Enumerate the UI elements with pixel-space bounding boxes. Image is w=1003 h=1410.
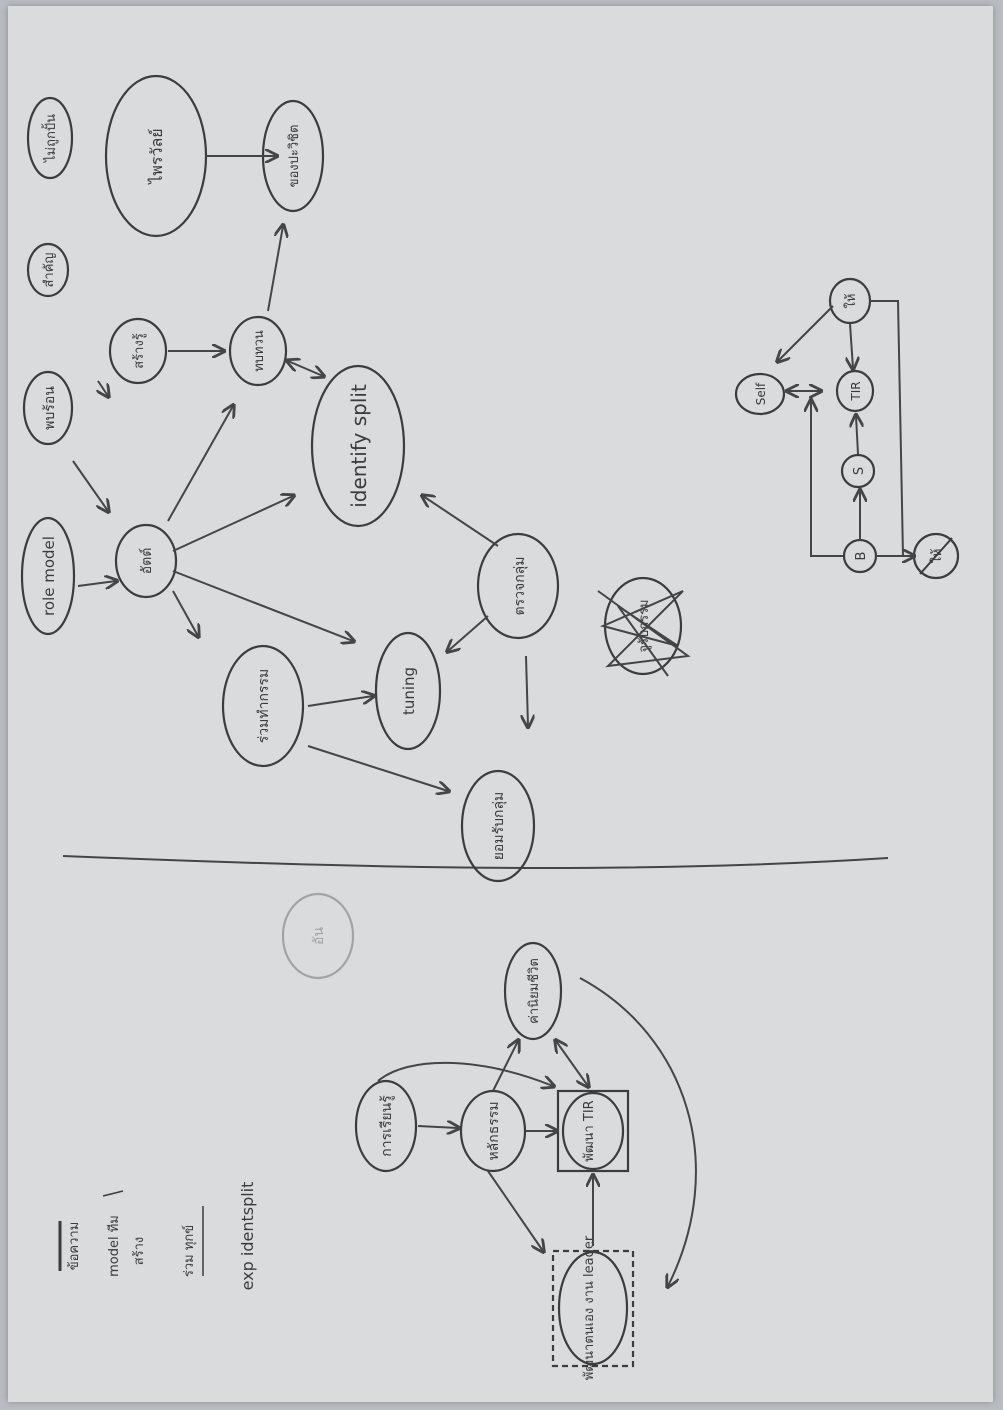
svg-text:อัตต์: อัตต์: [138, 548, 155, 575]
node-hai: ให้: [828, 277, 872, 325]
top-graph-edges: [72, 156, 528, 791]
node-scribble-note: จูรับกรรม: [597, 576, 691, 677]
notebook-page: role model พบร้อน สำคัญ ไม่ถูกปั้น อัตต์…: [8, 6, 993, 1402]
cycle-graph-edges: [778, 300, 916, 556]
faded-node: อัน: [281, 892, 355, 980]
node-hai-crossed: ให้: [912, 532, 960, 580]
node-role-model: role model: [20, 516, 76, 636]
svg-text:identify split: identify split: [347, 384, 371, 508]
svg-text:สร้าง: สร้าง: [132, 1237, 147, 1266]
svg-text:พบร้อน: พบร้อน: [42, 386, 58, 430]
svg-text:อัน: อัน: [311, 927, 327, 945]
node-b: B: [842, 538, 878, 574]
svg-text:พัฒนา TIR: พัฒนา TIR: [582, 1100, 597, 1161]
svg-text:ให้: ให้: [843, 294, 859, 309]
scribble-marks: [597, 590, 691, 677]
node-aphan: อัตต์: [114, 523, 178, 599]
node-sang-ru: สร้างรู้: [108, 317, 168, 385]
svg-text:tuning: tuning: [400, 667, 418, 715]
svg-text:การเรียนรู้: การเรียนรู้: [379, 1095, 395, 1157]
svg-text:ไม่ถูกปั้น: ไม่ถูกปั้น: [41, 114, 59, 163]
svg-text:ร่วมทำกรรม: ร่วมทำกรรม: [256, 669, 272, 743]
node-yomrap-klum: ยอมรับกลุ่ม: [460, 769, 536, 883]
svg-text:สร้างรู้: สร้างรู้: [132, 333, 147, 369]
node-identify-split: identify split: [310, 364, 406, 528]
svg-text:TIR: TIR: [849, 381, 863, 401]
svg-text:ไพรวัลย์: ไพรวัลย์: [147, 128, 166, 185]
node-tir: TIR: [835, 369, 875, 413]
node-pb-on: พบร้อน: [22, 370, 74, 446]
svg-text:exp identsplit: exp identsplit: [238, 1182, 257, 1291]
svg-text:model ทีม: model ทีม: [106, 1215, 122, 1277]
node-lak-tham: หลักธรรม: [459, 1089, 527, 1173]
svg-text:Self: Self: [754, 382, 768, 405]
node-khan-chivit: ค่านิยมชีวิต: [503, 941, 563, 1041]
svg-text:S: S: [852, 467, 867, 475]
svg-text:พัฒนาตนเอง งาน leader: พัฒนาตนเอง งาน leader: [582, 1235, 597, 1380]
legend-notes: ข้อความ model ทีม สร้าง ร่วม ทุกข์ exp i…: [58, 1182, 257, 1291]
svg-text:หลักธรรม: หลักธรรม: [486, 1101, 502, 1160]
svg-text:ทบทวน: ทบทวน: [252, 330, 267, 372]
svg-text:ยอมรับกลุ่ม: ยอมรับกลุ่ม: [491, 792, 507, 861]
hand-drawn-diagram: role model พบร้อน สำคัญ ไม่ถูกปั้น อัตต์…: [20, 74, 960, 1380]
svg-text:ตรวจกลุ่ม: ตรวจกลุ่ม: [512, 557, 528, 616]
node-s: S: [840, 453, 876, 489]
svg-text:ค่านิยมชีวิต: ค่านิยมชีวิต: [526, 958, 542, 1024]
node-phatthana-tir: พัฒนา TIR: [556, 1089, 630, 1173]
node-leader-box: พัฒนาตนเอง งาน leader: [551, 1235, 635, 1380]
node-tuning: tuning: [374, 631, 442, 751]
node-ruam-tham: ร่วมทำกรรม: [221, 644, 305, 768]
divider-line: [62, 855, 889, 869]
svg-text:ของปะวิชิต: ของปะวิชิต: [287, 125, 302, 188]
node-self: Self: [734, 372, 786, 416]
node-phrasak: ไพรวัลย์: [104, 74, 208, 238]
bottom-graph-edges: [377, 977, 697, 1286]
node-nakplaen: ไม่ถูกปั้น: [26, 96, 74, 180]
node-sam-kit: สำคัญ: [26, 242, 70, 298]
node-khru-wat: ทบทวน: [228, 315, 288, 387]
svg-text:ข้อความ: ข้อความ: [67, 1222, 82, 1271]
svg-text:role model: role model: [40, 536, 58, 616]
node-truad-klum: ตรวจกลุ่ม: [476, 532, 560, 640]
node-kan-rian-ru: การเรียนรู้: [354, 1079, 418, 1173]
svg-text:ร่วม ทุกข์: ร่วม ทุกข์: [181, 1225, 197, 1277]
svg-text:B: B: [854, 552, 869, 561]
svg-text:สำคัญ: สำคัญ: [42, 252, 57, 287]
